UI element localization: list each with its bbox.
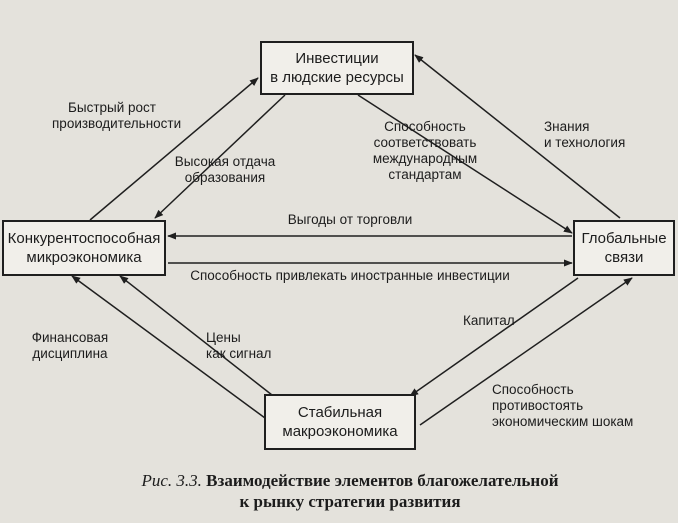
label-high-return: Высокая отдача образования xyxy=(174,154,276,185)
node-micro-label: Конкурентоспособная микроэкономика xyxy=(7,230,161,266)
label-attract-investment: Способность привлекать иностранные инвес… xyxy=(190,268,510,283)
arrow-high-return xyxy=(154,94,286,219)
label-knowledge: Знания и технология xyxy=(544,119,626,150)
node-investments-label: Инвестиции в людские ресурсы xyxy=(270,50,404,86)
arrow-resist-shocks xyxy=(419,277,633,426)
arrow-knowledge xyxy=(414,54,621,219)
node-micro: Конкурентоспособная микроэкономика xyxy=(2,220,166,276)
label-capital: Капитал xyxy=(463,313,515,328)
label-financial-discipline: Финансовая дисциплина xyxy=(31,330,109,361)
caption-title: Взаимодействие элементов благожелательно… xyxy=(206,471,559,511)
arrow-financial-discipline xyxy=(71,275,266,419)
node-global-label: Глобальные связи xyxy=(581,230,667,266)
figure-caption: Рис. 3.3. Взаимодействие элементов благо… xyxy=(90,470,610,512)
label-resist-shocks: Способность противостоять экономическим … xyxy=(492,382,634,429)
node-macro-label: Стабильная макроэкономика xyxy=(282,404,398,440)
caption-figure-number: Рис. 3.3. xyxy=(141,471,202,490)
node-macro: Стабильная макроэкономика xyxy=(264,394,416,450)
arrow-capital xyxy=(409,277,579,397)
node-investments: Инвестиции в людские ресурсы xyxy=(260,41,414,95)
arrow-fast-growth xyxy=(89,77,259,221)
label-trade-benefits: Выгоды от торговли xyxy=(287,212,413,227)
label-meet-standards: Способность соответствовать международны… xyxy=(372,119,478,182)
label-fast-growth: Быстрый рост производительности xyxy=(52,100,182,131)
node-global: Глобальные связи xyxy=(573,220,675,276)
arrow-meet-standards xyxy=(357,94,573,234)
label-prices-signal: Цены как сигнал xyxy=(206,330,272,361)
arrow-prices-signal xyxy=(119,275,273,396)
